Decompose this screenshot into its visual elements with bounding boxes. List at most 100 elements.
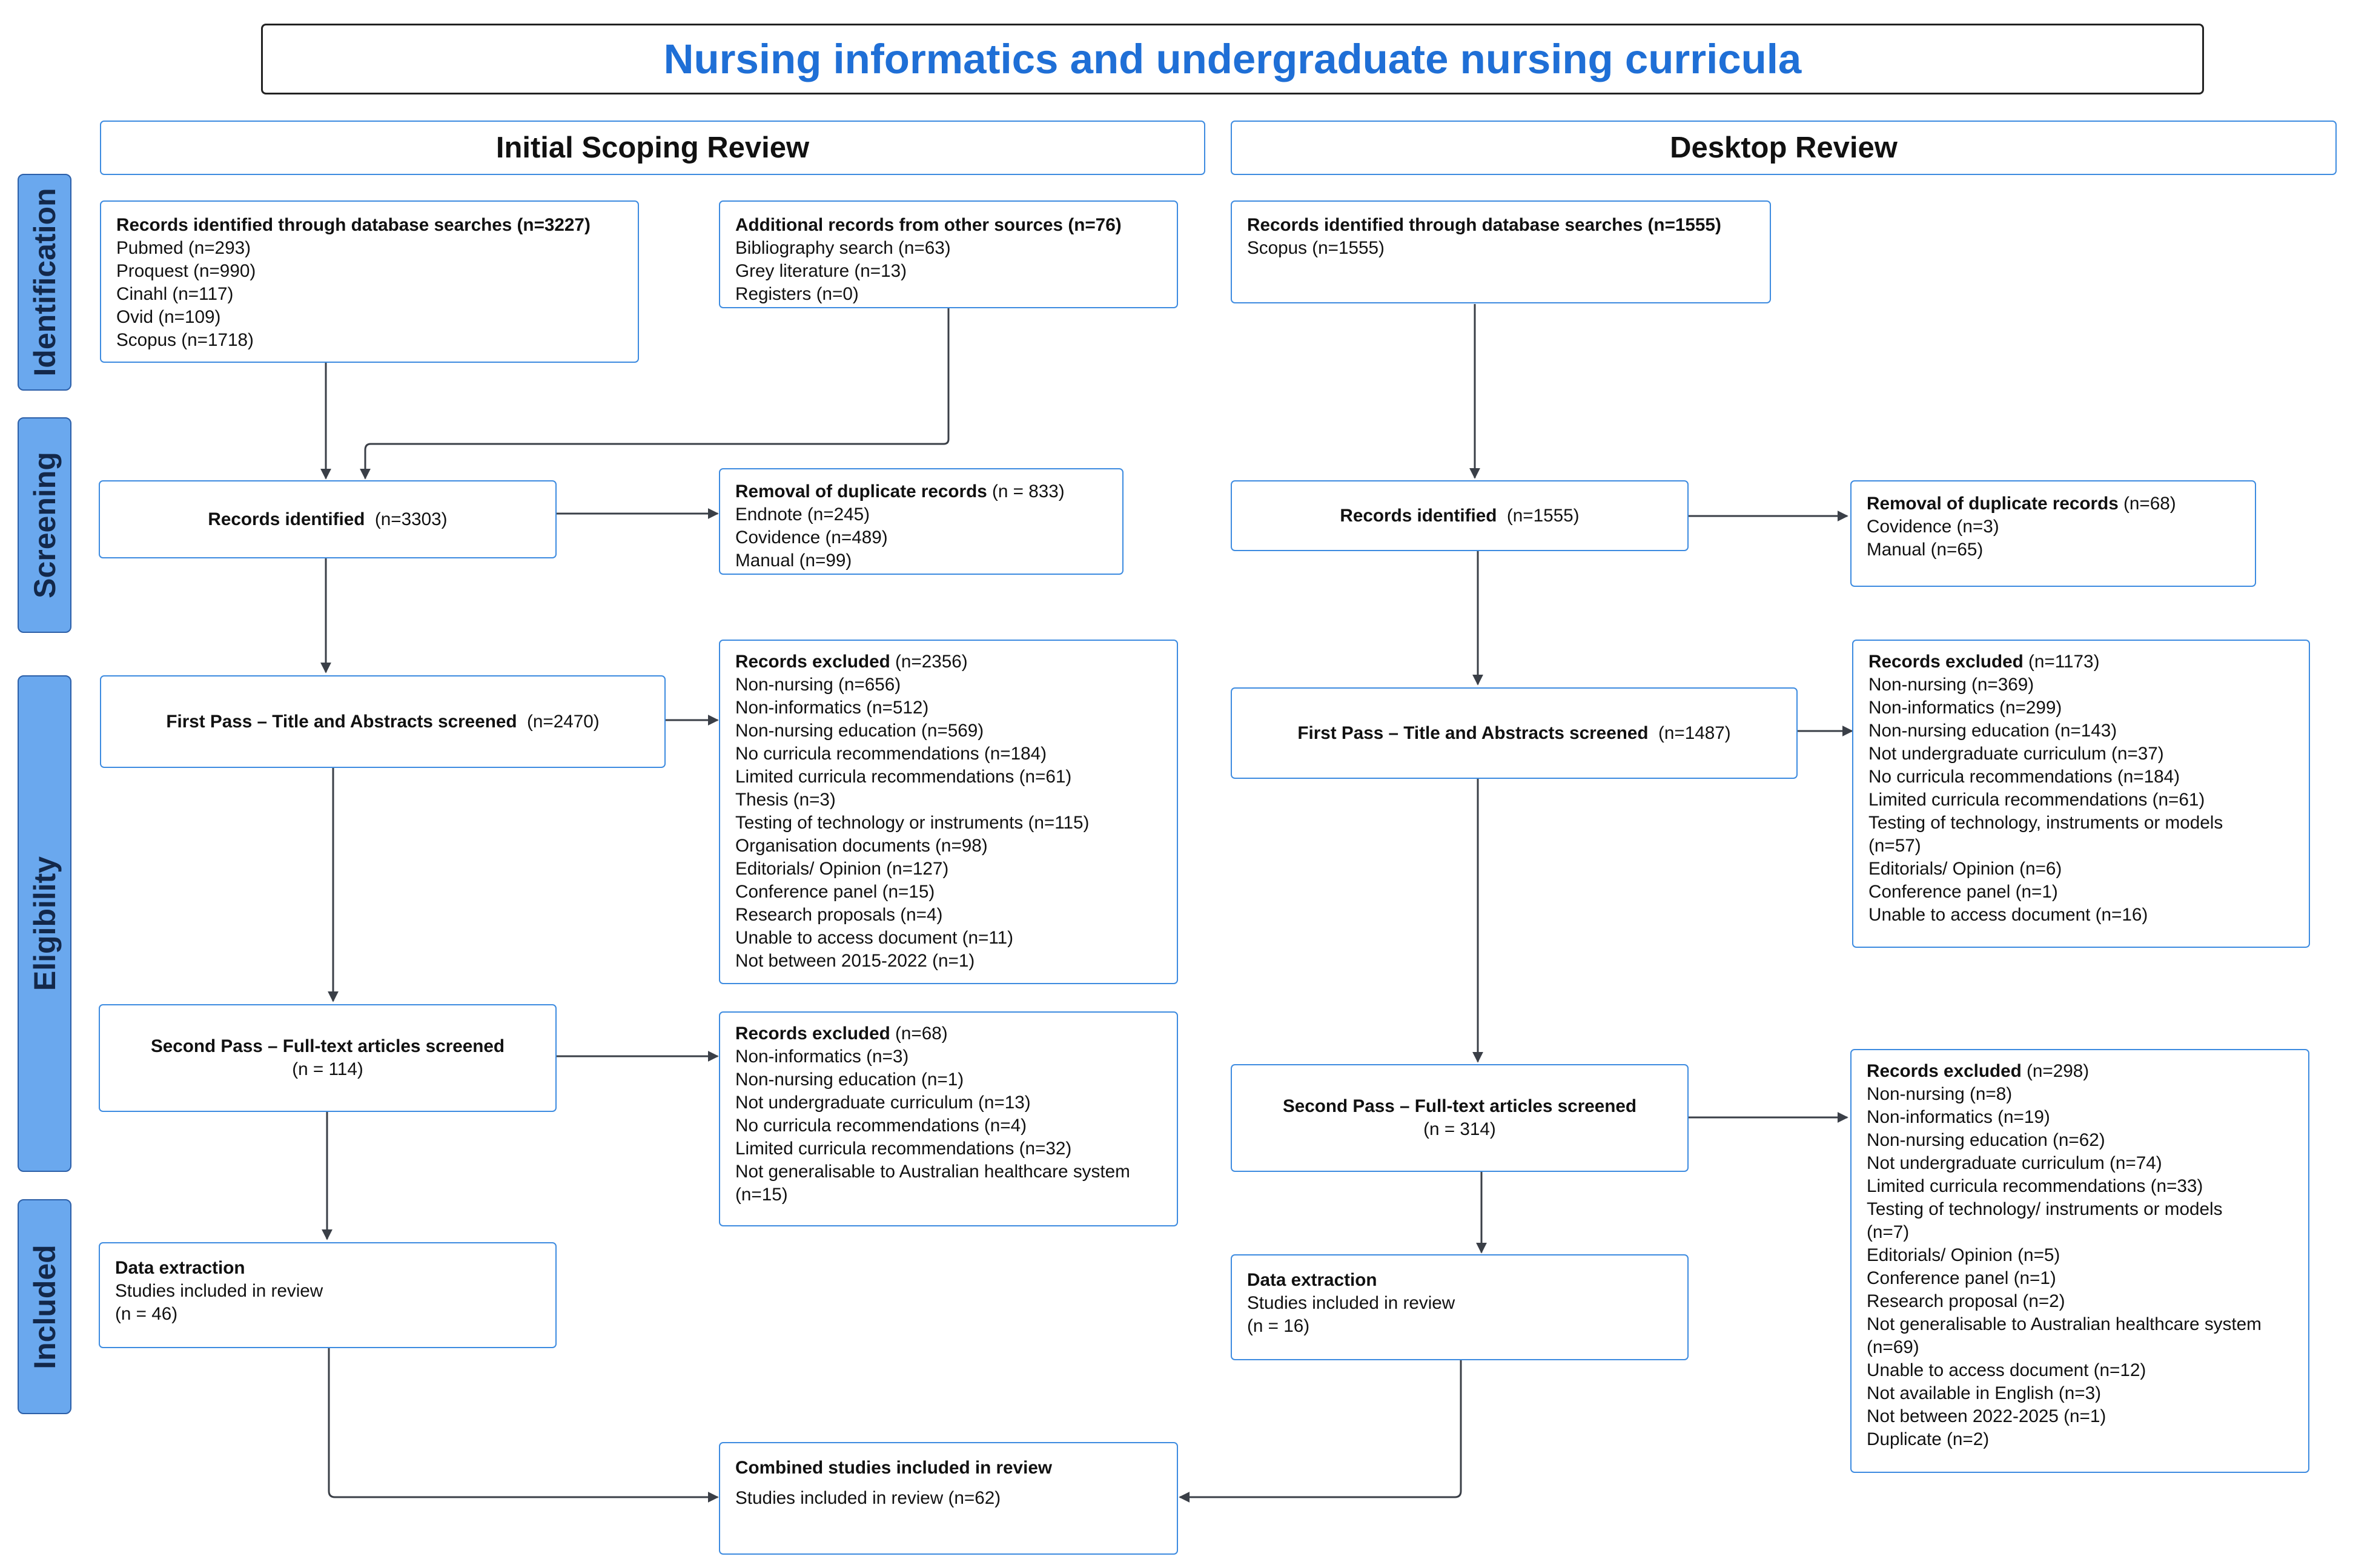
box-line: Not undergraduate curriculum (n=13): [735, 1093, 1031, 1113]
column-header-desktop-review: Desktop Review: [1231, 121, 2337, 175]
box-line: Conference panel (n=15): [735, 882, 935, 902]
box-line: (n=57): [1868, 836, 1921, 856]
box-line: Testing of technology, instruments or mo…: [1868, 813, 2223, 833]
box-count: (n=1487): [1658, 723, 1731, 743]
box-line: Not undergraduate curriculum (n=37): [1868, 744, 2164, 764]
box-line: Non-nursing education (n=1): [735, 1070, 964, 1090]
box-heading: Records identified: [1340, 505, 1497, 526]
box-count: (n=3303): [374, 509, 448, 529]
left-database-records-box: Records identified through database sear…: [100, 200, 639, 363]
box-line: Unable to access document (n=16): [1868, 905, 2148, 925]
box-line: No curricula recommendations (n=4): [735, 1116, 1027, 1136]
box-heading: First Pass – Title and Abstracts screene…: [1297, 723, 1649, 743]
box-heading: Removal of duplicate records: [735, 481, 987, 501]
arrow-right-extraction-to-combined: [1179, 1360, 1462, 1503]
box-line: Limited curricula recommendations (n=61): [1868, 790, 2205, 810]
stage-screening: Screening: [18, 417, 71, 633]
box-line: Covidence (n=3): [1867, 517, 1999, 537]
box-line: Pubmed (n=293): [116, 238, 251, 258]
column-header-initial-scoping: Initial Scoping Review: [100, 121, 1205, 175]
left-duplicates-box: Removal of duplicate records (n = 833) E…: [719, 468, 1124, 575]
box-line: Endnote (n=245): [735, 504, 870, 524]
stage-label: Eligibility: [27, 856, 62, 991]
stage-label: Included: [27, 1244, 62, 1369]
box-line: Non-informatics (n=299): [1868, 698, 2062, 718]
box-line: Unable to access document (n=12): [1867, 1360, 2146, 1380]
box-count: (n = 314): [1423, 1119, 1496, 1139]
left-excluded-full-text-box: Records excluded (n=68) Non-informatics …: [719, 1011, 1178, 1226]
box-heading: Data extraction: [1247, 1270, 1377, 1290]
box-line: Covidence (n=489): [735, 528, 888, 547]
box-line: Not generalisable to Australian healthca…: [1867, 1314, 2262, 1334]
box-heading: Records identified through database sear…: [116, 215, 591, 235]
box-line: Cinahl (n=117): [116, 284, 234, 304]
box-line: Scopus (n=1718): [116, 330, 254, 350]
stage-label: Screening: [27, 452, 62, 598]
box-heading: Data extraction: [115, 1258, 245, 1278]
box-line: Non-nursing (n=656): [735, 675, 901, 695]
right-second-pass-box: Second Pass – Full-text articles screene…: [1231, 1064, 1689, 1172]
arrow-extraction-to-combined: [328, 1348, 719, 1503]
box-line: Scopus (n=1555): [1247, 238, 1385, 258]
box-line: Non-informatics (n=512): [735, 698, 929, 718]
box-line: Studies included in review: [115, 1281, 323, 1301]
box-line: Conference panel (n=1): [1868, 882, 2058, 902]
box-line: Thesis (n=3): [735, 790, 836, 810]
stage-identification: Identification: [18, 174, 71, 391]
box-count: (n=68): [2123, 494, 2176, 514]
box-heading: Records identified: [208, 509, 365, 529]
box-line: (n = 46): [115, 1304, 178, 1324]
box-line: Testing of technology/ instruments or mo…: [1867, 1199, 2223, 1219]
box-line: Not generalisable to Australian healthca…: [735, 1162, 1130, 1182]
box-line: (n=7): [1867, 1222, 1910, 1242]
stage-label: Identification: [27, 188, 62, 377]
left-excluded-first-pass-box: Records excluded (n=2356) Non-nursing (n…: [719, 640, 1178, 984]
right-first-pass-box: First Pass – Title and Abstracts screene…: [1231, 687, 1798, 779]
box-line: Not between 2015-2022 (n=1): [735, 951, 975, 971]
box-count: (n = 114): [292, 1059, 363, 1079]
box-line: Non-nursing education (n=62): [1867, 1130, 2105, 1150]
box-count: (n=1555): [1506, 505, 1580, 526]
box-heading: Second Pass – Full-text articles screene…: [1282, 1096, 1637, 1116]
box-heading: Combined studies included in review: [735, 1458, 1052, 1478]
box-line: Studies included in review (n=62): [735, 1488, 1001, 1508]
box-line: Not between 2022-2025 (n=1): [1867, 1406, 2106, 1426]
box-line: Non-nursing education (n=143): [1868, 721, 2117, 741]
box-line: Not available in English (n=3): [1867, 1383, 2101, 1403]
box-line: Proquest (n=990): [116, 261, 256, 281]
left-first-pass-box: First Pass – Title and Abstracts screene…: [100, 675, 666, 768]
box-line: Editorials/ Opinion (n=127): [735, 859, 949, 879]
box-line: Manual (n=99): [735, 551, 852, 571]
stage-included: Included: [18, 1199, 71, 1414]
box-line: Not undergraduate curriculum (n=74): [1867, 1153, 2162, 1173]
box-line: Testing of technology or instruments (n=…: [735, 813, 1090, 833]
right-excluded-full-text-box: Records excluded (n=298) Non-nursing (n=…: [1850, 1049, 2309, 1473]
box-line: (n=69): [1867, 1337, 1919, 1357]
box-heading: Removal of duplicate records: [1867, 494, 2119, 514]
box-line: No curricula recommendations (n=184): [1868, 767, 2180, 787]
box-line: Editorials/ Opinion (n=5): [1867, 1245, 2060, 1265]
box-heading: Records excluded: [735, 1024, 890, 1044]
box-line: Non-informatics (n=3): [735, 1047, 909, 1067]
box-count: (n=2356): [895, 652, 968, 672]
box-line: Duplicate (n=2): [1867, 1429, 1990, 1449]
combined-studies-box: Combined studies included in review Stud…: [719, 1442, 1178, 1555]
box-line: Non-nursing education (n=569): [735, 721, 984, 741]
box-heading: Records excluded: [1867, 1061, 2022, 1081]
box-count: (n=298): [2027, 1061, 2090, 1081]
box-line: Manual (n=65): [1867, 540, 1984, 560]
box-line: Non-informatics (n=19): [1867, 1107, 2050, 1127]
box-heading: Records excluded: [735, 652, 890, 672]
right-duplicates-box: Removal of duplicate records (n=68) Covi…: [1850, 480, 2256, 587]
left-additional-records-box: Additional records from other sources (n…: [719, 200, 1178, 308]
left-records-identified-box: Records identified (n=3303): [99, 480, 557, 558]
box-line: Registers (n=0): [735, 284, 859, 304]
box-heading: Records identified through database sear…: [1247, 215, 1721, 235]
box-line: (n=15): [735, 1185, 788, 1205]
box-line: Non-nursing (n=8): [1867, 1084, 2013, 1104]
box-line: Ovid (n=109): [116, 307, 221, 327]
box-line: Limited curricula recommendations (n=61): [735, 767, 1072, 787]
box-line: Limited curricula recommendations (n=33): [1867, 1176, 2203, 1196]
